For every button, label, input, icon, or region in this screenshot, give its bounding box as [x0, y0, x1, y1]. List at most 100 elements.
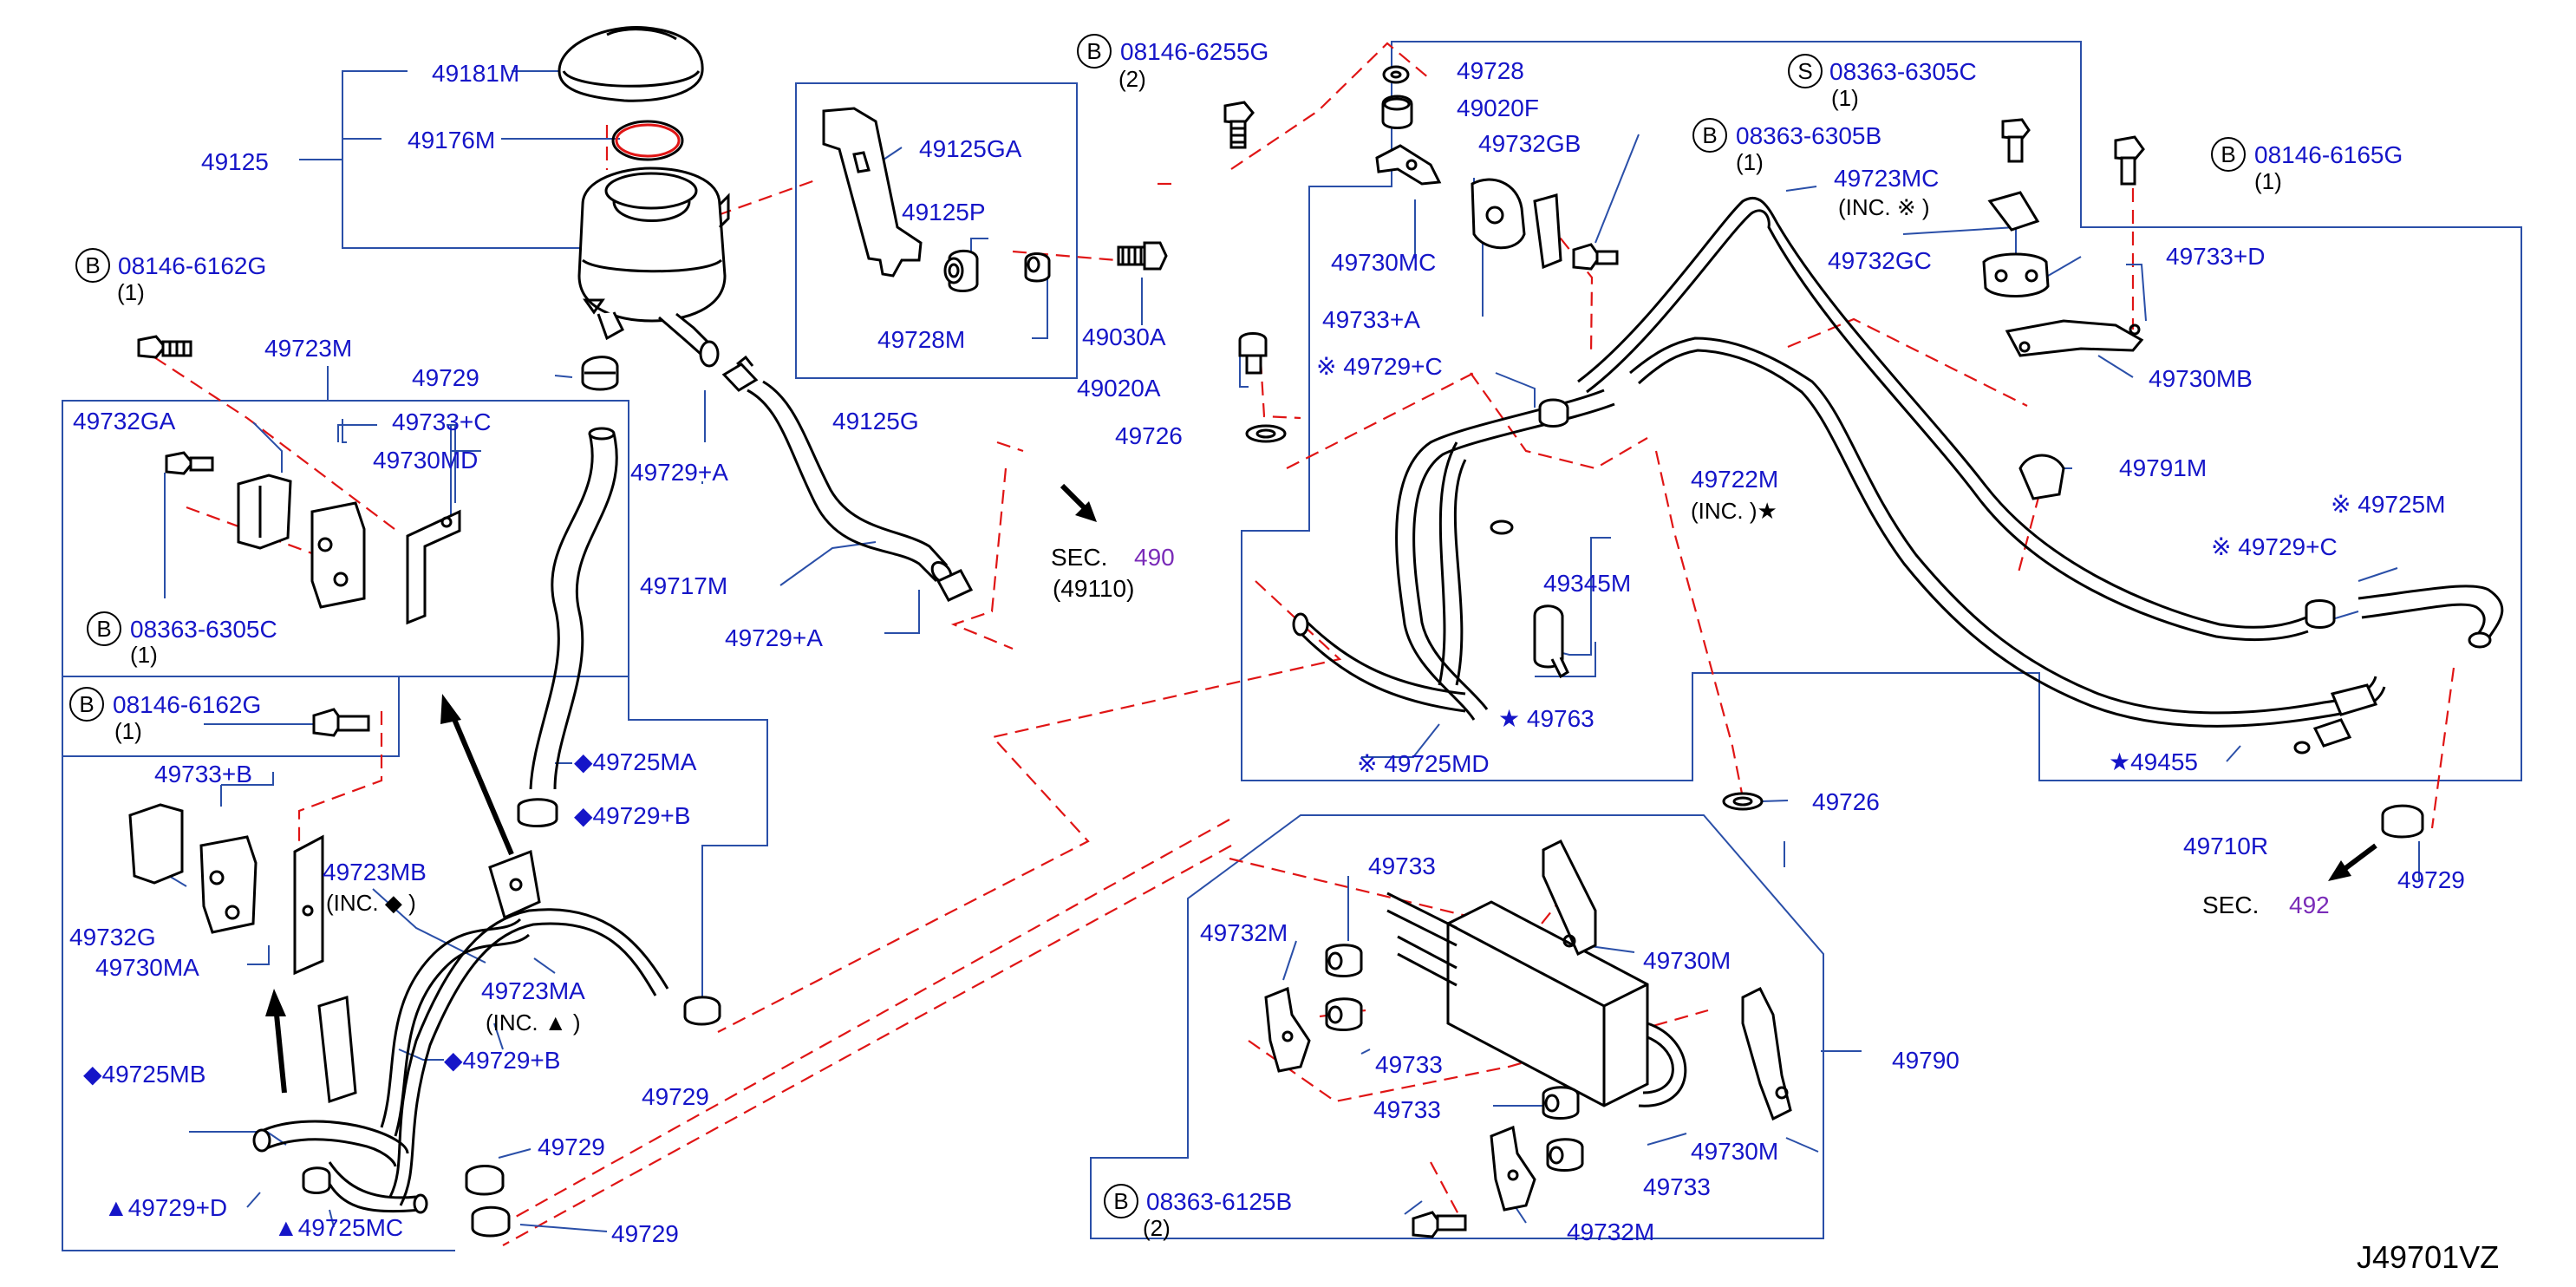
qty-08146-6255G: (2)	[1118, 66, 1146, 92]
part-insulator-49733-d	[1546, 1138, 1584, 1172]
marker-b-08146-6255G: B	[1086, 38, 1101, 64]
label-49725MC: ▲49725MC	[274, 1214, 403, 1241]
label-49722M-inc: (INC. )★	[1691, 498, 1777, 524]
part-clamp-49729B-top	[517, 798, 558, 827]
part-insulator-49733-a	[1325, 944, 1363, 977]
label-49732GA: 49732GA	[73, 408, 176, 434]
label-49733B: 49733+B	[154, 761, 252, 787]
label-49729-c3: 49729	[611, 1220, 679, 1247]
qty-08146-6165G: (1)	[2254, 168, 2282, 194]
fastener-labels: 08146-6255G (2) 08146-6162G (1) 08363-63…	[113, 38, 2403, 1241]
part-washer-49726-top	[1245, 424, 1287, 443]
part-insulator-49733-c	[1542, 1086, 1580, 1120]
part-reservoir-clamp	[581, 356, 619, 391]
part-clip-49730MC	[1375, 144, 1442, 186]
part-clamp-49729D	[302, 1166, 331, 1194]
label-49723MB: 49723MB	[323, 859, 427, 885]
part-clamp-49729-low1	[465, 1165, 505, 1196]
part-arrow-up-a	[440, 694, 514, 856]
label-49176M: 49176M	[408, 127, 495, 154]
part-labels: 49181M 49176M 49125 49125GA 49125P 49728…	[69, 57, 2465, 1247]
marker-b-08363-6125B: B	[1113, 1188, 1128, 1214]
part-bolt-08146-6255G	[1223, 101, 1255, 149]
part-bolt-49020A	[1238, 332, 1268, 375]
part-screw-08363-6305C	[2001, 118, 2031, 163]
label-49729-c1: 49729	[642, 1083, 709, 1110]
label-49729B-top: ◆49729+B	[574, 802, 690, 829]
label-49717M: 49717M	[640, 572, 727, 599]
label-08363-6125B: 08363-6125B	[1146, 1188, 1292, 1215]
label-49030A: 49030A	[1082, 323, 1166, 350]
label-49729C-right: ※ 49729+C	[2211, 533, 2338, 560]
label-49181M: 49181M	[432, 60, 519, 87]
guide-boxes	[62, 41, 2522, 1251]
part-clamp-49729A-top	[721, 355, 759, 392]
label-49733-b: 49733	[1375, 1051, 1443, 1078]
part-o-ring-49345M	[1490, 519, 1514, 535]
box-lower-left	[62, 755, 455, 1251]
sec-492-prefix: SEC.	[2202, 892, 2259, 918]
part-washer-49728	[1382, 65, 1410, 84]
part-hose-49725MC	[328, 1161, 428, 1214]
part-clip-49791M	[2018, 454, 2065, 500]
part-washer-49726-mid	[1722, 792, 1764, 811]
marker-b-08146-6165G: B	[2221, 141, 2235, 167]
sec-490-number: 490	[1134, 544, 1175, 571]
label-49729D: ▲49729+D	[104, 1194, 227, 1221]
label-49733D: 49733+D	[2166, 243, 2265, 270]
part-clip-49730M-top	[1542, 839, 1597, 957]
part-hose-49725MB	[252, 1120, 409, 1167]
part-bracket-49125GA	[822, 107, 923, 278]
label-49733-a: 49733	[1368, 853, 1436, 879]
part-clamp-49729-right	[2381, 804, 2424, 839]
label-49730M-top: 49730M	[1643, 947, 1731, 974]
label-49729B-bot: ◆49729+B	[444, 1047, 560, 1074]
label-49732M-bot: 49732M	[1567, 1218, 1654, 1245]
label-49726-mid: 49726	[1812, 788, 1880, 815]
part-reservoir	[577, 167, 730, 368]
part-bolt-08363-6305C	[165, 451, 214, 475]
label-49791M: 49791M	[2119, 454, 2207, 481]
marker-b-08363-6305C: B	[96, 616, 111, 642]
label-49729A-bot: 49729+A	[725, 624, 823, 651]
sec-490-prefix: SEC.	[1051, 544, 1107, 571]
label-49729-c2: 49729	[538, 1133, 605, 1160]
qty-08363-6125B: (2)	[1143, 1215, 1171, 1241]
label-49733-c: 49733	[1373, 1096, 1441, 1123]
part-clamp-49729C-right	[2305, 599, 2336, 629]
part-insulator-49732GB	[1471, 178, 1562, 270]
part-arrow-sec492	[2328, 843, 2377, 881]
part-pipe-49723MC	[1577, 196, 2309, 642]
label-08146-6165G: 08146-6165G	[2254, 141, 2403, 168]
label-49729-right: 49729	[2397, 866, 2465, 893]
part-reservoir-cap	[558, 26, 704, 102]
label-49726-top: 49726	[1115, 422, 1183, 449]
part-collar-49728M	[1024, 252, 1051, 283]
label-49733-d: 49733	[1643, 1173, 1711, 1200]
box-reservoir-group	[342, 70, 586, 249]
label-49733A: 49733+A	[1322, 306, 1420, 333]
part-connector-49455	[2293, 718, 2352, 755]
part-bolt-08146-6165G	[2114, 135, 2145, 186]
part-arrow-sec490	[1060, 483, 1097, 522]
qty-08363-6305C: (1)	[130, 642, 158, 668]
part-bushing-49125P	[943, 249, 979, 292]
label-49455: ★49455	[2109, 748, 2198, 775]
part-clamp-49729-mid	[683, 996, 721, 1026]
label-49730M-bot: 49730M	[1691, 1138, 1778, 1165]
marker-b-08363-6305B: B	[1702, 122, 1717, 148]
part-cooler-49790	[1386, 892, 1687, 1107]
label-49790: 49790	[1892, 1047, 1960, 1074]
qty-s-08363-6305C: (1)	[1831, 85, 1859, 111]
label-49020A: 49020A	[1077, 375, 1161, 402]
label-49729C-left: ※ 49729+C	[1316, 353, 1443, 380]
label-49725MA: ◆49725MA	[574, 748, 697, 775]
label-49345M: 49345M	[1543, 570, 1631, 597]
marker-s-08363-6305C: S	[1797, 58, 1812, 84]
part-pipe-49722M	[1629, 336, 2386, 728]
part-hose-49725MA	[529, 427, 618, 790]
part-hose-49725MD	[1292, 389, 1615, 721]
label-49723MC-inc: (INC. ※ )	[1838, 194, 1930, 220]
label-49723MC: 49723MC	[1834, 165, 1939, 192]
part-clamp-49729C-left	[1538, 398, 1569, 428]
